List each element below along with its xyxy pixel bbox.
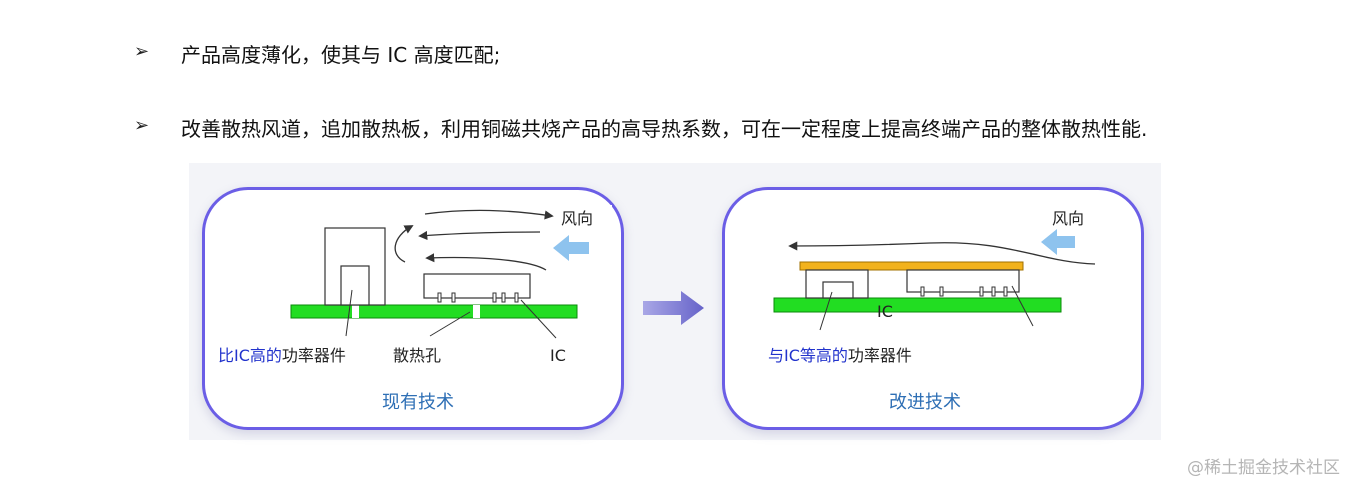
- transition-arrow-icon: [643, 291, 704, 325]
- wind-direction-icon: [1041, 229, 1075, 255]
- heat-sink-plate: [799, 261, 1024, 271]
- airflow-arrow: [425, 253, 547, 271]
- ic-label: IC: [877, 302, 893, 321]
- pcb-board: [290, 304, 578, 319]
- ic-chip: [906, 269, 1020, 293]
- vent-label: 散热孔: [393, 346, 441, 365]
- wind-label: 风向: [561, 209, 593, 228]
- power-device-text: 功率器件: [848, 346, 912, 365]
- power-device-highlight: 比IC高的: [218, 346, 282, 365]
- ic-label: IC: [550, 346, 566, 365]
- vent-hole: [352, 305, 359, 318]
- airflow-arrow: [424, 209, 554, 220]
- bullet-marker: ➢: [134, 41, 150, 62]
- power-device-highlight: 与IC等高的: [768, 346, 848, 365]
- ic-chip: [423, 273, 531, 299]
- power-device-core: [340, 265, 370, 306]
- airflow-arrow: [788, 241, 1096, 265]
- vent-hole: [473, 305, 480, 318]
- bullet-text-2: 改善散热风道，追加散热板，利用铜磁共烧产品的高导热系数，可在一定程度上提高终端产…: [181, 117, 1148, 141]
- power-device-text: 功率器件: [282, 346, 346, 365]
- power-device-core: [822, 281, 854, 299]
- airflow-arrow: [418, 230, 541, 240]
- caption-improved-tech: 改进技术: [889, 392, 961, 413]
- caption-existing-tech: 现有技术: [382, 392, 454, 413]
- leader-line: [1011, 285, 1034, 327]
- power-device-label: 比IC高的功率器件: [218, 346, 346, 365]
- leader-line: [345, 289, 353, 337]
- leader-line: [429, 311, 471, 337]
- leader-line: [819, 291, 833, 331]
- wind-label: 风向: [1052, 209, 1084, 228]
- power-device-label: 与IC等高的功率器件: [768, 346, 912, 365]
- wind-direction-icon: [553, 235, 589, 261]
- leader-line: [520, 299, 557, 339]
- airflow-arrow: [394, 225, 414, 263]
- ic-pins: [437, 292, 519, 303]
- pcb-board: [773, 297, 1062, 313]
- bullet-text-1: 产品高度薄化，使其与 IC 高度匹配;: [181, 43, 501, 67]
- ic-pins: [920, 286, 1008, 297]
- bullet-marker: ➢: [134, 115, 150, 136]
- watermark: @稀土掘金技术社区: [1187, 458, 1340, 478]
